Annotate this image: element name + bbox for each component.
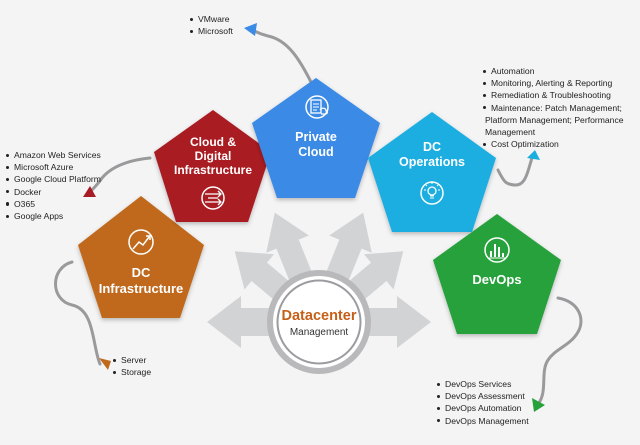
list-item: VMware bbox=[190, 13, 233, 25]
private-cloud-label-1: Private bbox=[295, 130, 337, 144]
list-item: Amazon Web Services bbox=[6, 149, 101, 161]
connector-dc-operations bbox=[496, 156, 534, 187]
list-item: Google Cloud Platform bbox=[6, 173, 101, 185]
node-dc-infrastructure: DC Infrastructure bbox=[78, 196, 204, 318]
list-item: O365 bbox=[6, 198, 101, 210]
connector-cloud-digital bbox=[88, 156, 152, 194]
arrow-up-right bbox=[322, 212, 372, 290]
arrowhead-cloud-digital bbox=[83, 186, 96, 197]
private-cloud-label-2: Cloud bbox=[298, 145, 333, 159]
node-dc-operations: DC Operations bbox=[368, 112, 496, 232]
node-private-cloud: Private Cloud bbox=[252, 78, 380, 198]
hub-title: Datacenter bbox=[282, 308, 357, 324]
list-item: DevOps Assessment bbox=[437, 390, 529, 402]
list-item: Cost Optimization bbox=[483, 138, 624, 150]
connectors bbox=[54, 28, 583, 406]
trend-chart-icon bbox=[128, 229, 154, 255]
hub: Datacenter Management bbox=[267, 270, 371, 374]
dc-infrastructure-label-1: DC bbox=[132, 265, 151, 280]
cloud-digital-label-3: Infrastructure bbox=[174, 163, 252, 177]
list-item: Storage bbox=[113, 366, 151, 378]
dc-operations-label-2: Operations bbox=[399, 155, 465, 169]
connector-devops bbox=[536, 296, 583, 406]
arrow-up-left bbox=[266, 212, 316, 290]
arrow-left bbox=[207, 296, 279, 348]
node-devops: DevOps bbox=[433, 214, 561, 334]
arrowhead-dc-infrastructure bbox=[99, 358, 111, 370]
list-item: Docker bbox=[6, 186, 101, 198]
list-item: Server bbox=[113, 354, 151, 366]
list-item: Platform Management; Performance bbox=[485, 114, 624, 125]
list-item: DevOps Automation bbox=[437, 402, 529, 414]
list-item: Remediation & Troubleshooting bbox=[483, 89, 624, 101]
cloud-digital-label-1: Cloud & bbox=[190, 135, 236, 149]
devops-label: DevOps bbox=[472, 272, 521, 287]
lightbulb-icon bbox=[420, 181, 444, 205]
bar-chart-icon bbox=[484, 237, 510, 263]
connector-private-cloud bbox=[250, 28, 314, 86]
arrow-right bbox=[359, 296, 431, 348]
list-item: Google Apps bbox=[6, 210, 101, 222]
list-item: Management bbox=[485, 127, 536, 138]
list-item: DevOps Services bbox=[437, 378, 529, 390]
arrowhead-devops bbox=[532, 398, 545, 412]
hub-subtitle: Management bbox=[290, 327, 349, 338]
arrowhead-private-cloud bbox=[244, 23, 257, 36]
dc-operations-label-1: DC bbox=[423, 140, 441, 154]
dc-infrastructure-label-2: Infrastructure bbox=[99, 281, 184, 296]
node-cloud-digital: Cloud & Digital Infrastructure bbox=[154, 110, 271, 222]
list-item: Monitoring, Alerting & Reporting bbox=[483, 77, 624, 89]
connector-dc-infrastructure bbox=[54, 260, 102, 366]
shuffle-arrows-icon bbox=[201, 186, 225, 210]
list-item: Automation bbox=[483, 65, 624, 77]
list-item: Maintenance: Patch Management; bbox=[483, 102, 624, 114]
list-item: DevOps Management bbox=[437, 415, 529, 427]
connector-arrowheads bbox=[83, 23, 545, 412]
document-cloud-icon bbox=[305, 95, 329, 119]
arrowhead-dc-operations bbox=[527, 150, 540, 160]
cloud-digital-label-2: Digital bbox=[195, 149, 232, 163]
list-item: Microsoft Azure bbox=[6, 161, 101, 173]
list-item: Microsoft bbox=[190, 25, 233, 37]
